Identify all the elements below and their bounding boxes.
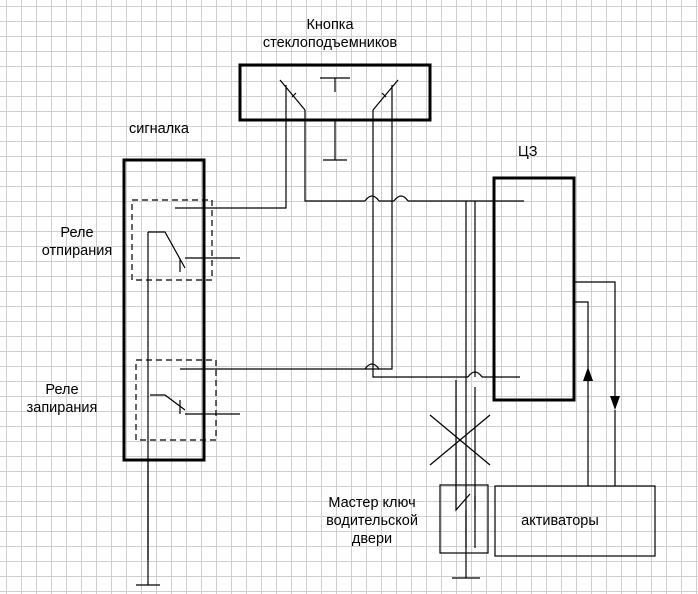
wire-lock-return [372, 365, 520, 378]
master-key-switch [455, 488, 476, 553]
wire-cz-out-b [574, 301, 589, 486]
window-button-label-line1: Кнопка [306, 17, 354, 33]
central-lock-box [492, 176, 576, 402]
window-button-contact-left [279, 79, 306, 120]
master-key-label-line1: Мастер ключ [328, 495, 416, 511]
alarm-box [122, 158, 206, 462]
alarm-ground [136, 460, 160, 586]
master-key-label-line2: водительской [326, 513, 418, 529]
master-key-label: Мастер ключ водительской двери [312, 494, 432, 548]
actuators-label: активаторы [521, 513, 599, 529]
window-button-contact-right [372, 79, 399, 120]
master-key-ground [452, 553, 480, 579]
lock-relay-box [135, 359, 217, 441]
window-button-label: Кнопка стеклоподъемников [250, 16, 410, 52]
crossover-lock [364, 363, 380, 370]
window-button-switch-symbol [320, 77, 350, 92]
lock-relay-label: Реле запирания [17, 381, 107, 417]
unlock-relay-label-line2: отпирания [41, 243, 113, 259]
lock-relay-switch [150, 394, 186, 414]
master-key-box [439, 484, 489, 554]
actuators-box [494, 485, 656, 557]
lock-relay-label-line1: Реле [45, 382, 79, 398]
crossed-out-mark [429, 414, 491, 466]
wire-button-right-b [372, 120, 393, 370]
alarm-label: сигналка [129, 121, 189, 137]
lock-relay-label-line2: запирания [26, 400, 98, 416]
arrow-up [583, 367, 593, 381]
window-button-box [238, 63, 432, 122]
unlock-relay-label-line1: Реле [60, 225, 94, 241]
wire-unlock-to-button [175, 120, 287, 209]
window-button-label-line2: стеклоподъемников [262, 35, 398, 51]
crossover-1 [364, 195, 409, 202]
central-lock-label: ЦЗ [518, 144, 538, 160]
master-key-label-line3: двери [351, 531, 393, 547]
window-button-ground-lead [323, 120, 347, 161]
wire-cz-out-a [574, 281, 616, 400]
unlock-relay-box [131, 199, 213, 281]
arrow-down [610, 396, 620, 410]
unlock-relay-label: Реле отпирания [32, 224, 122, 260]
